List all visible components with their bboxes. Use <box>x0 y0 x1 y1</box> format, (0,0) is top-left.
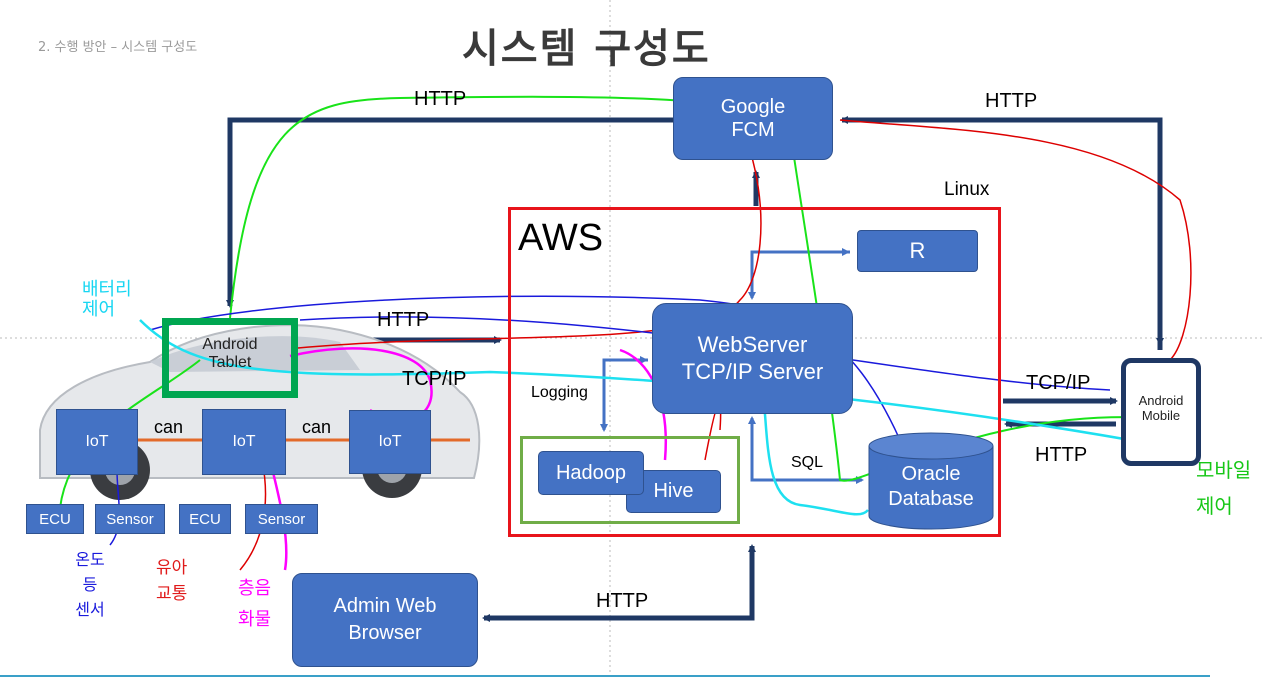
http-label-admin: HTTP <box>596 590 649 612</box>
http-label-tablet-webserver: HTTP <box>377 309 430 331</box>
annotation-oil-traffic: 유아 교통 <box>156 558 188 604</box>
aws-frame <box>508 207 1001 537</box>
annotation-temperature-sensor: 온도 등 센서 <box>75 550 105 619</box>
admin-web-browser-node: Admin Web Browser <box>292 573 478 667</box>
http-label-fcm-mobile: HTTP <box>985 90 1038 112</box>
annotation-noise-cargo: 층음 화물 <box>238 578 272 630</box>
annotation-battery-control: 배터리 제어 <box>82 279 132 320</box>
aws-label: AWS <box>518 217 604 259</box>
oracle-database-label: Oracle Database <box>888 463 974 510</box>
sensor-node-1: Sensor <box>95 504 165 534</box>
sensor-node-2: Sensor <box>245 504 318 534</box>
can-label-2: can <box>302 417 332 437</box>
linux-label: Linux <box>944 179 990 200</box>
http-label-fcm-tablet: HTTP <box>414 88 467 110</box>
android-mobile-frame <box>1121 358 1201 466</box>
tcpip-label-mobile: TCP/IP <box>1026 372 1091 394</box>
oracle-database-cylinder <box>868 432 994 530</box>
hadoop-node: Hadoop <box>538 451 644 495</box>
logging-label: Logging <box>531 384 588 401</box>
iot-node-3: IoT <box>349 410 431 474</box>
android-tablet-frame <box>162 318 298 398</box>
webserver-node: WebServer TCP/IP Server <box>652 303 853 414</box>
iot-node-2: IoT <box>202 409 286 475</box>
hadoop-cluster-frame <box>520 436 740 524</box>
sketch-cyan <box>139 319 1131 442</box>
ecu-node-1: ECU <box>26 504 84 534</box>
can-label-1: can <box>154 417 184 437</box>
r-node: R <box>857 230 978 272</box>
http-label-mobile: HTTP <box>1035 444 1088 466</box>
iot-node-1: IoT <box>56 409 138 475</box>
google-fcm-node: Google FCM <box>673 77 833 160</box>
page-title: 시스템 구성도 <box>462 26 711 72</box>
android-tablet-label: Android Tablet <box>202 336 258 371</box>
arrow-fcm-tablet <box>226 117 673 308</box>
slide-header: 2. 수행 방안 – 시스템 구성도 <box>38 40 198 55</box>
ecu-node-2: ECU <box>179 504 231 534</box>
tcpip-label-tablet: TCP/IP <box>402 368 467 390</box>
android-mobile-label: Android Mobile <box>1138 393 1184 423</box>
sql-label: SQL <box>791 454 824 471</box>
annotation-mobile-control: 모바일 제어 <box>1196 458 1252 518</box>
